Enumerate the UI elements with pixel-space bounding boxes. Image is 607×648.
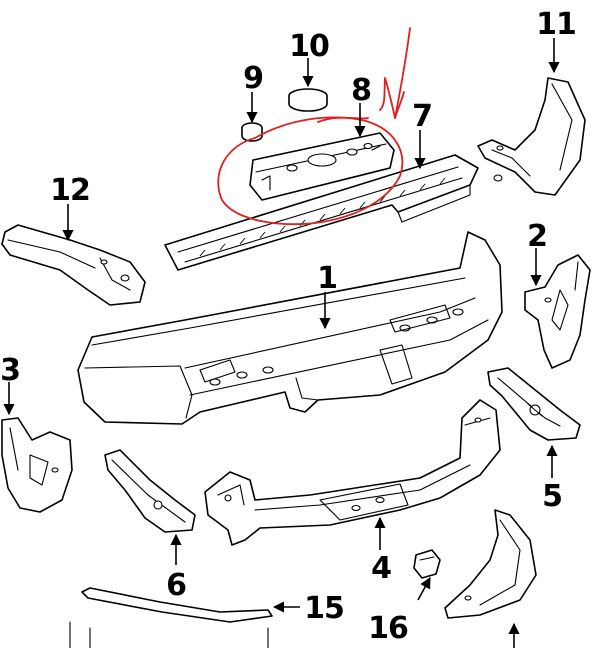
leader-lines [3, 38, 560, 648]
part-6-lower-bracket [104, 449, 196, 533]
part-11-upper-bracket [477, 77, 586, 196]
callout-1: 1 [317, 261, 337, 296]
part-4-reinforcement [204, 399, 501, 546]
callout-9: 9 [243, 61, 263, 96]
callout-2: 2 [527, 219, 547, 254]
lower-right-cover [444, 509, 537, 619]
leader-16 [417, 577, 431, 601]
callout-8: 8 [351, 73, 371, 108]
callout-7: 7 [412, 99, 432, 134]
callout-11: 11 [536, 7, 576, 42]
part-5-lower-bracket [487, 367, 581, 441]
callout-5: 5 [542, 479, 562, 514]
callouts: 1 2 3 4 5 6 7 8 9 10 11 12 15 16 [0, 7, 577, 646]
callout-3: 3 [0, 353, 20, 388]
part-10-plug [288, 88, 328, 112]
callout-16: 16 [368, 611, 408, 646]
part-15-molding [69, 587, 273, 648]
callout-12: 12 [50, 173, 90, 208]
part-8-step-plate [249, 132, 395, 201]
callout-10: 10 [289, 29, 329, 64]
part-2-right-bracket [524, 254, 591, 369]
callout-6: 6 [166, 568, 186, 603]
callout-15: 15 [304, 591, 344, 626]
part-16-clip [413, 549, 441, 579]
callout-4: 4 [371, 551, 391, 586]
part-12-side-bracket [1, 224, 146, 306]
red-markup [217, 27, 411, 226]
part-7-step-pad [164, 154, 479, 271]
part-1-bumper-face [77, 231, 503, 425]
part-3-left-bracket [1, 417, 73, 513]
